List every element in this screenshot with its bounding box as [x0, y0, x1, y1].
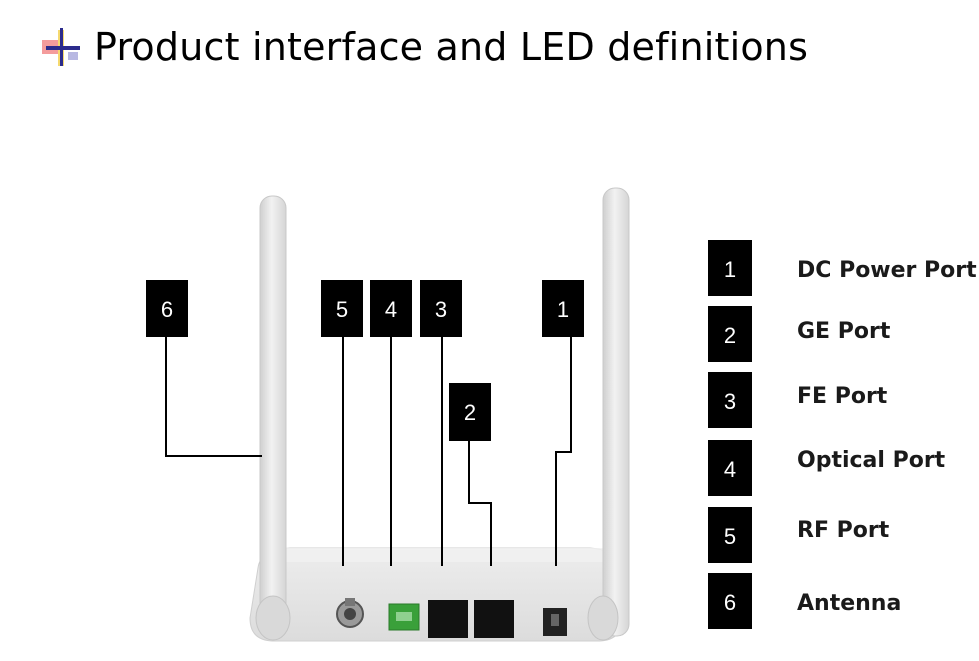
rf-port	[336, 598, 364, 628]
callout-6-number: 6	[161, 297, 173, 322]
callout-5-number: 5	[336, 297, 348, 322]
leader-lines	[165, 337, 572, 566]
legend-number: 4	[724, 457, 736, 482]
callout-4: 4	[370, 280, 412, 337]
ge-port	[474, 600, 514, 638]
legend-item-antenna: 6 Antenna	[708, 573, 901, 629]
callout-4-number: 4	[385, 297, 397, 322]
legend-label: Antenna	[797, 591, 901, 616]
page-title: Product interface and LED definitions	[94, 25, 809, 69]
callout-2: 2	[449, 383, 491, 441]
legend-label: Optical Port	[797, 448, 946, 473]
leader-line-2	[468, 441, 492, 566]
flag-bullet-icon	[42, 28, 80, 66]
callout-3-number: 3	[435, 297, 447, 322]
legend-item-rf-port: 5 RF Port	[708, 507, 890, 563]
callout-6: 6	[146, 280, 188, 337]
legend-number: 5	[724, 524, 736, 549]
legend-number: 1	[724, 257, 736, 282]
legend-label: GE Port	[797, 319, 891, 344]
fe-port	[428, 600, 468, 638]
legend-label: RF Port	[797, 518, 890, 543]
legend-number: 3	[724, 389, 736, 414]
callout-1: 1	[542, 280, 584, 337]
legend-number: 2	[724, 323, 736, 348]
legend-number: 6	[724, 590, 736, 615]
leader-line-1	[555, 337, 572, 566]
callout-1-number: 1	[557, 297, 569, 322]
legend-item-ge-port: 2 GE Port	[708, 306, 891, 362]
dc-power-port	[543, 608, 567, 636]
antenna-left	[255, 195, 291, 641]
leader-line-6	[165, 337, 262, 457]
antenna-right	[587, 187, 630, 641]
callout-3: 3	[420, 280, 462, 337]
legend-item-dc-power-port: 1 DC Power Port	[708, 240, 977, 296]
legend-item-fe-port: 3 FE Port	[708, 372, 888, 428]
legend-item-optical-port: 4 Optical Port	[708, 440, 946, 496]
legend: 1 DC Power Port 2 GE Port 3 FE Port 4 Op…	[708, 240, 977, 629]
legend-label: FE Port	[797, 384, 888, 409]
title-row: Product interface and LED definitions	[40, 22, 808, 72]
callout-2-number: 2	[464, 400, 476, 425]
callout-5: 5	[321, 280, 363, 337]
legend-label: DC Power Port	[797, 258, 977, 283]
optical-port	[388, 603, 420, 631]
